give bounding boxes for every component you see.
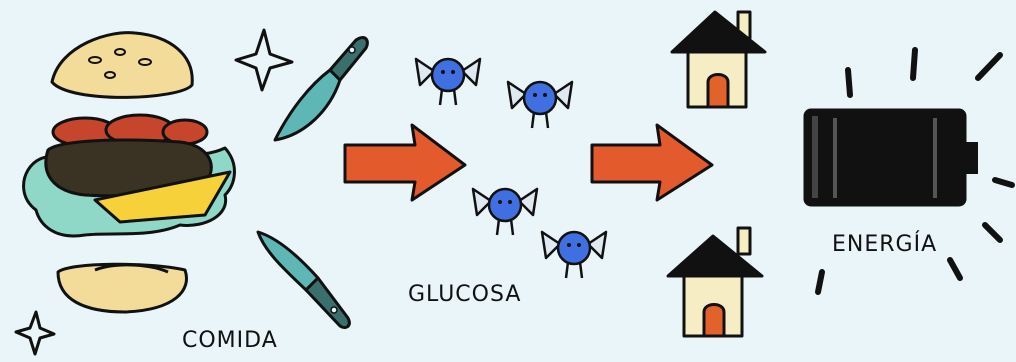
battery-icon (805, 110, 978, 205)
arrow-right-icon (345, 125, 465, 200)
glucose-label: GLUCOSA (408, 282, 521, 307)
glucose-molecule-icon (508, 82, 572, 128)
food-label: COMIDA (182, 328, 278, 353)
glucose-molecule-icon (473, 189, 537, 235)
knife-icon (275, 38, 367, 140)
house-icon (672, 12, 765, 107)
energy-label: ENERGÍA (832, 232, 937, 257)
knife-icon (258, 232, 349, 328)
house-icon (668, 228, 762, 336)
sparkle-icon (236, 30, 292, 90)
glucose-molecule-icon (416, 59, 480, 105)
arrow-right-icon (592, 125, 712, 200)
sparkle-icon (16, 312, 54, 354)
hamburger-icon (24, 33, 235, 312)
glucose-molecule-icon (542, 232, 606, 278)
